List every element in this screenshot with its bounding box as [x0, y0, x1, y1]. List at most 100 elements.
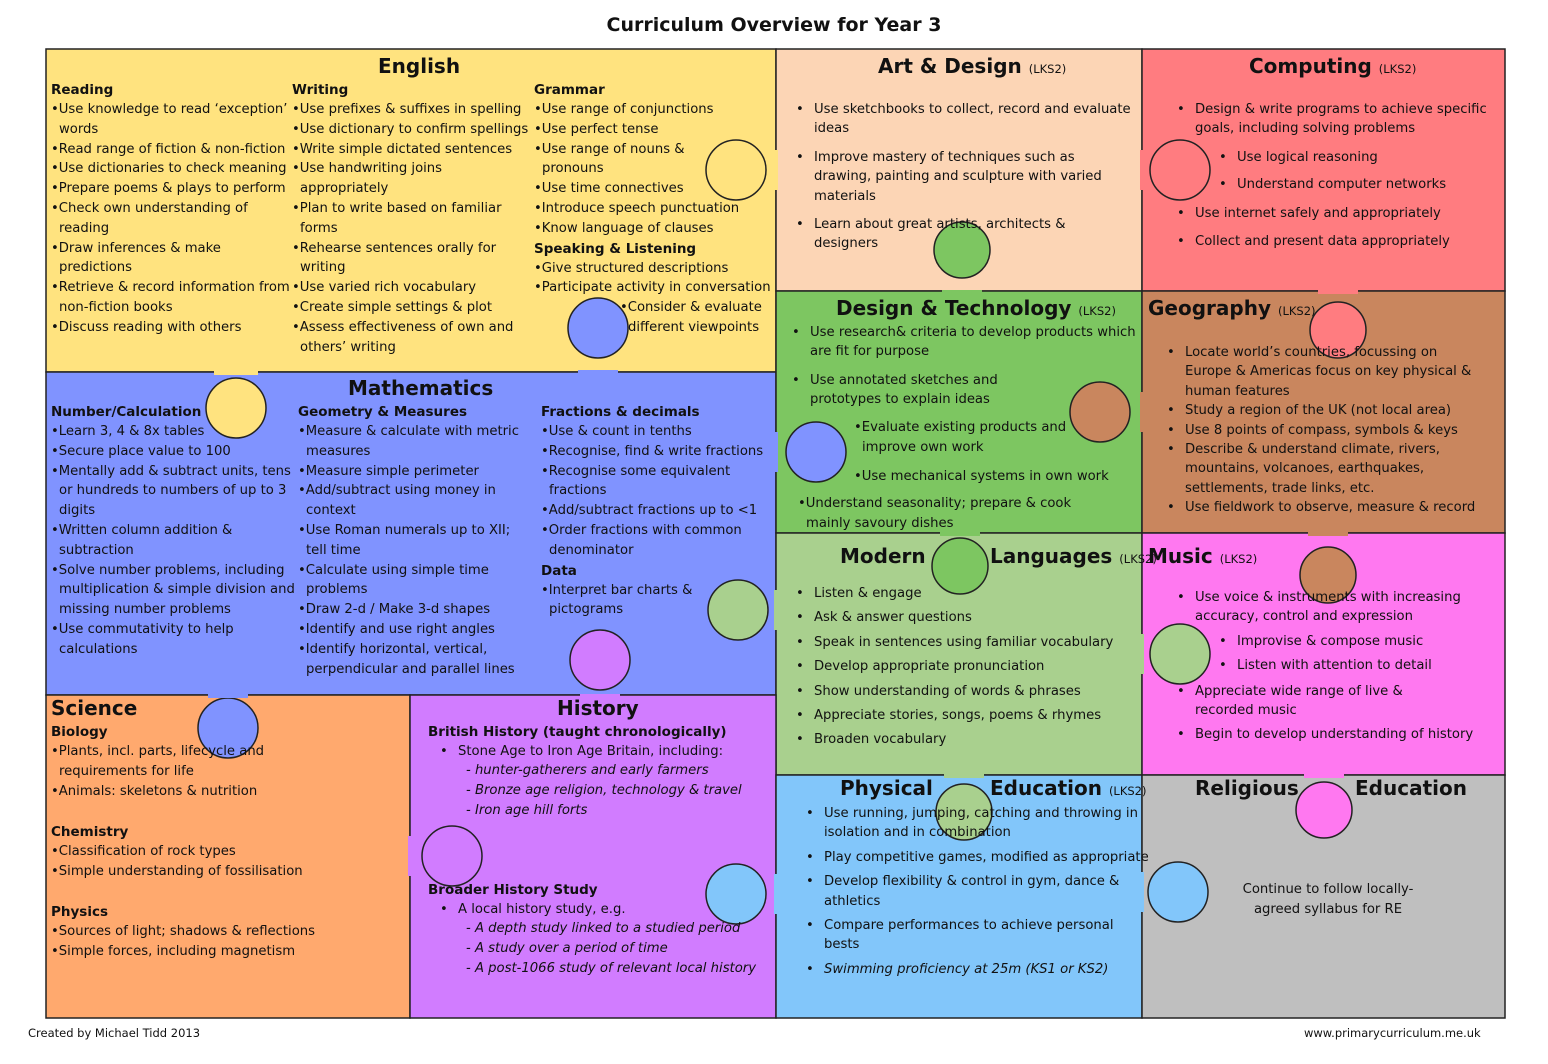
list-item: Bronze age religion, technology & travel [466, 781, 768, 801]
list-item: Create simple settings & plot [292, 298, 534, 318]
british-list: Stone Age to Iron Age Britain, including… [436, 742, 768, 762]
science-physics: Physics Sources of light; shadows & refl… [51, 902, 351, 962]
tab-seam [208, 694, 248, 698]
speaking-heading: Speaking & Listening [534, 240, 697, 257]
grammar-list: Use range of conjunctions Use perfect te… [534, 100, 739, 239]
list-item: Interpret bar charts & pictograms [541, 581, 701, 621]
pe-list: Use running, jumping, catching and throw… [802, 804, 1149, 984]
list-item: Use logical reasoning [1215, 148, 1497, 168]
list-item: Retrieve & record information from non-f… [51, 278, 291, 318]
english-tab-right [705, 139, 767, 201]
reading-heading: Reading [51, 82, 114, 98]
list-item: Study a region of the UK (not local area… [1163, 401, 1497, 421]
tab-seam [944, 774, 984, 778]
geometry-list: Measure & calculate with metric measures… [298, 422, 534, 679]
pe-title-text: Education [990, 776, 1102, 800]
list-item: Listen with attention to detail [1215, 656, 1499, 676]
british-sublist: hunter-gatherers and early farmers Bronz… [466, 761, 768, 820]
computing-list: Design & write programs to achieve speci… [1173, 100, 1497, 252]
list-item: Broaden vocabulary [792, 730, 1132, 750]
science-biology: Biology Plants, incl. parts, lifecycle a… [51, 722, 341, 801]
list-item: Compare performances to achieve personal… [802, 916, 1124, 955]
list-item: Use perfect tense [534, 120, 694, 140]
fractions-list: Use & count in tenths Recognise, find & … [541, 422, 769, 561]
list-item: Use internet safely and appropriately [1173, 204, 1497, 224]
geography-title: Geography (LKS2) [1148, 296, 1316, 323]
list-item: Use handwriting joins appropriately [292, 159, 534, 199]
list-item: Participate activity in conversation [534, 278, 771, 298]
history-tab [569, 629, 631, 691]
list-item: Animals: skeletons & nutrition [51, 782, 341, 802]
list-item: Appreciate stories, songs, poems & rhyme… [792, 706, 1132, 726]
history-broader: Broader History Study A local history st… [428, 880, 768, 978]
computing-title: Computing (LKS2) [1249, 54, 1416, 81]
list-item: Improve mastery of techniques such as dr… [792, 148, 1132, 206]
tab-seam [1304, 774, 1344, 778]
list-item: hunter-gatherers and early farmers [466, 761, 768, 781]
maths-title: Mathematics [348, 376, 494, 400]
english-panel: English Reading Use knowledge to read ‘e… [48, 52, 774, 370]
list-item: Plants, incl. parts, lifecycle and requi… [51, 742, 309, 782]
list-item: Understand seasonality; prepare & cook m… [798, 494, 1098, 534]
list-item: Classification of rock types [51, 842, 351, 862]
list-item: Recognise some equivalent fractions [541, 462, 739, 502]
list-item: Use Roman numerals up to XII; tell time [298, 521, 534, 561]
list-item: Order fractions with common denominator [541, 521, 769, 561]
list-item: Stone Age to Iron Age Britain, including… [436, 742, 768, 762]
list-item: Give structured descriptions [534, 259, 770, 279]
tab-seam [774, 590, 778, 630]
pe-item-text: Use running, jumping, catching and throw… [824, 806, 1138, 841]
pe-panel: Physical Education (LKS2) Use running, j… [778, 776, 1149, 1018]
art-panel: Art & Design (LKS2) Use sketchbooks to c… [778, 52, 1140, 288]
biology-heading: Biology [51, 724, 108, 740]
geometry-heading: Geometry & Measures [298, 404, 468, 420]
tab-seam [408, 836, 412, 876]
list-item: Use knowledge to read ‘exception’ words [51, 100, 291, 140]
list-item: Discuss reading with others [51, 318, 291, 338]
list-item: Develop flexibility & control in gym, da… [802, 872, 1124, 911]
number-list: Learn 3, 4 & 8x tables Secure place valu… [51, 422, 295, 660]
writing-list: Use prefixes & suffixes in spelling Use … [292, 100, 534, 357]
science-chemistry: Chemistry Classification of rock types S… [51, 822, 351, 882]
computing-tag: (LKS2) [1378, 62, 1417, 76]
list-item: Draw 2-d / Make 3-d shapes [298, 600, 534, 620]
list-item: Use time connectives [534, 179, 694, 199]
tab-seam [942, 290, 982, 294]
tab-seam [774, 874, 778, 914]
list-item: Listen & engage [792, 584, 1132, 604]
physics-list: Sources of light; shadows & reflections … [51, 922, 351, 962]
list-item: Measure & calculate with metric measures [298, 422, 534, 462]
computing-tab [1149, 139, 1211, 201]
broader-list: A local history study, e.g. [436, 900, 768, 920]
tab-seam [774, 432, 778, 472]
history-title: History [557, 696, 639, 720]
tab-seam [940, 532, 980, 536]
list-item: Play competitive games, modified as appr… [802, 848, 1149, 868]
list-item: Locate world’s countries, focussing on E… [1163, 343, 1473, 401]
art-title: Art & Design (LKS2) [878, 54, 1066, 81]
list-item: Use dictionary to confirm spellings [292, 120, 534, 140]
languages-tag: (LKS2) [1119, 552, 1157, 566]
music-title-text: Music [1148, 544, 1213, 568]
maths-geometry: Geometry & Measures Measure & calculate … [298, 402, 534, 679]
dt-tag: (LKS2) [1078, 304, 1116, 318]
list-item: Learn about great artists, architects & … [792, 215, 1132, 254]
list-item: Solve number problems, including multipl… [51, 561, 295, 620]
list-item: Use voice & instruments with increasing … [1173, 588, 1499, 627]
english-reading: Reading Use knowledge to read ‘exception… [51, 80, 291, 338]
list-item: Draw inferences & make predictions [51, 239, 291, 279]
list-item: Simple understanding of fossilisation [51, 862, 351, 882]
biology-list: Plants, incl. parts, lifecycle and requi… [51, 742, 341, 801]
list-item: Prepare poems & plays to perform [51, 179, 291, 199]
list-item: Use running, jumping, catching and throw… [802, 804, 1142, 843]
music-tab-bottom [1295, 781, 1353, 839]
english-title: English [378, 54, 461, 78]
languages-list: Listen & engage Ask & answer questions S… [792, 584, 1132, 755]
broader-heading: Broader History Study [428, 882, 598, 898]
list-item: A post-1066 study of relevant local hist… [466, 959, 768, 979]
footer-url[interactable]: www.primarycurriculum.me.uk [1304, 1026, 1481, 1040]
music-list: Use voice & instruments with increasing … [1173, 588, 1499, 745]
languages-title-right: Languages (LKS2) [990, 544, 1157, 571]
list-item: Show understanding of words & phrases [792, 682, 1132, 702]
languages-title-left: Modern [840, 544, 926, 568]
